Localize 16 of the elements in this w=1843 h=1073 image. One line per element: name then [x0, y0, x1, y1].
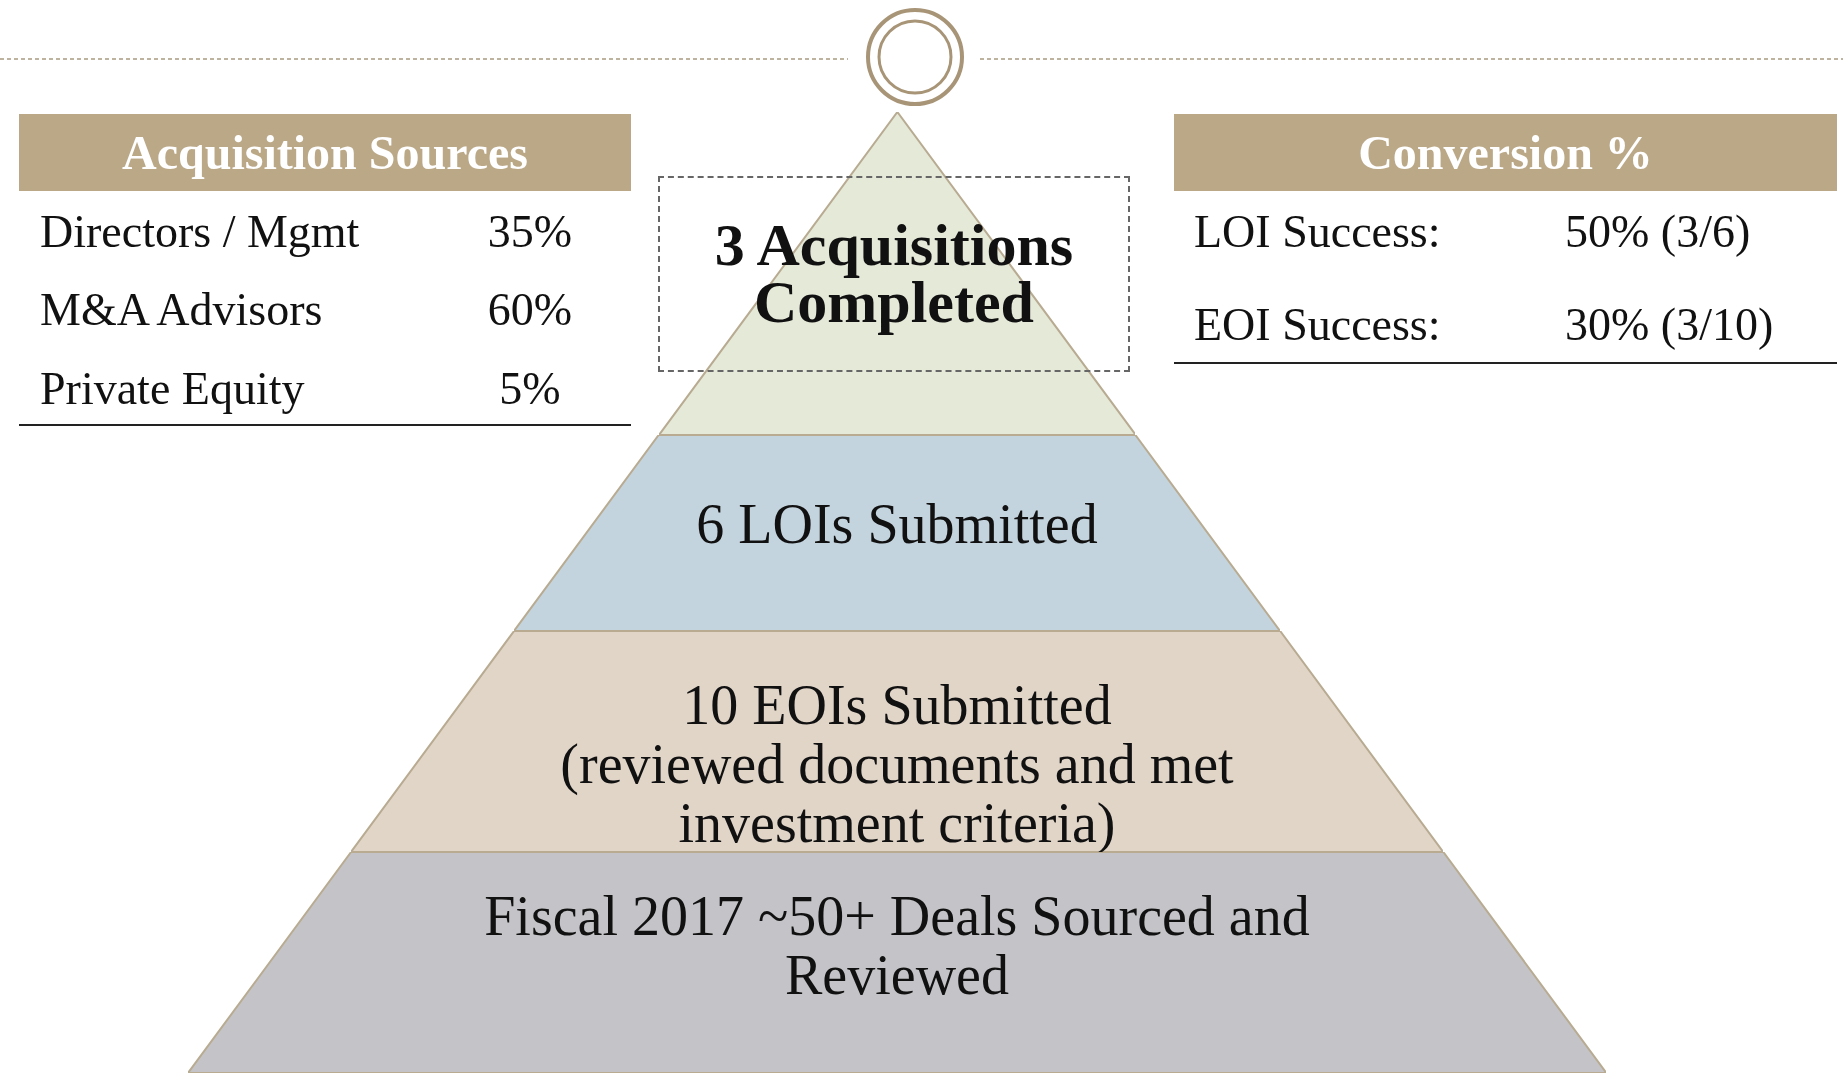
row-label: M&A Advisors [40, 283, 323, 336]
row-label: Directors / Mgmt [40, 205, 360, 258]
value-text: 60% [487, 283, 573, 336]
value-text: 50% (3/6) [1565, 205, 1751, 258]
row-label: EOI Success: [1194, 298, 1441, 351]
tier-label: Fiscal 2017 ~50+ Deals Sourced and Reviewed [483, 887, 1311, 1005]
value-text: 30% (3/10) [1565, 298, 1774, 351]
value-text: 5% [499, 362, 561, 415]
value-text: 35% [487, 205, 573, 258]
tier-label: 10 EOIs Submitted [681, 676, 1113, 735]
tier-label: (reviewed documents and met investment criteria) [559, 734, 1235, 853]
row-label: LOI Success: [1194, 205, 1441, 258]
tier-label: 6 LOIs Submitted [695, 495, 1099, 554]
row-label: Private Equity [40, 362, 305, 415]
table-header: Conversion % [1174, 114, 1837, 191]
table-header: Acquisition Sources [19, 114, 631, 191]
